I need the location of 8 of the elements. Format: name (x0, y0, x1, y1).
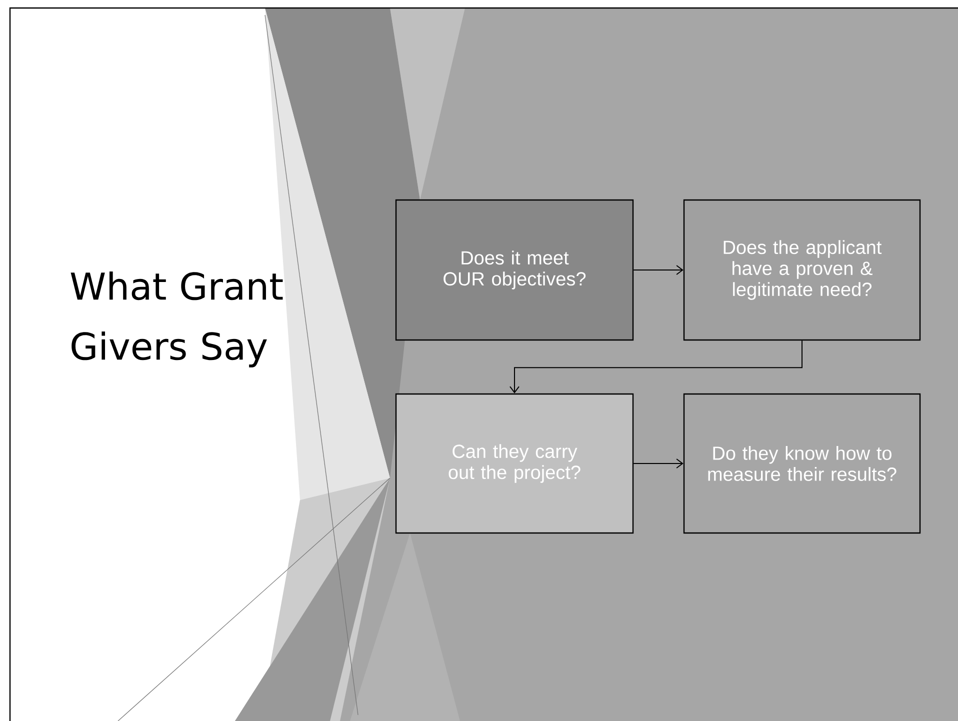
question-box: Does it meet OUR objectives? (395, 199, 634, 341)
slide-title: What Grant Givers Say (70, 272, 283, 368)
arrow (633, 265, 684, 275)
arrow (633, 458, 684, 468)
arrow (510, 340, 802, 394)
question-box: Can they carry out the project? (395, 393, 634, 534)
question-box: Do they know how to measure their results? (683, 393, 921, 534)
question-box: Does the applicant have a proven & legitimate need? (683, 199, 921, 341)
